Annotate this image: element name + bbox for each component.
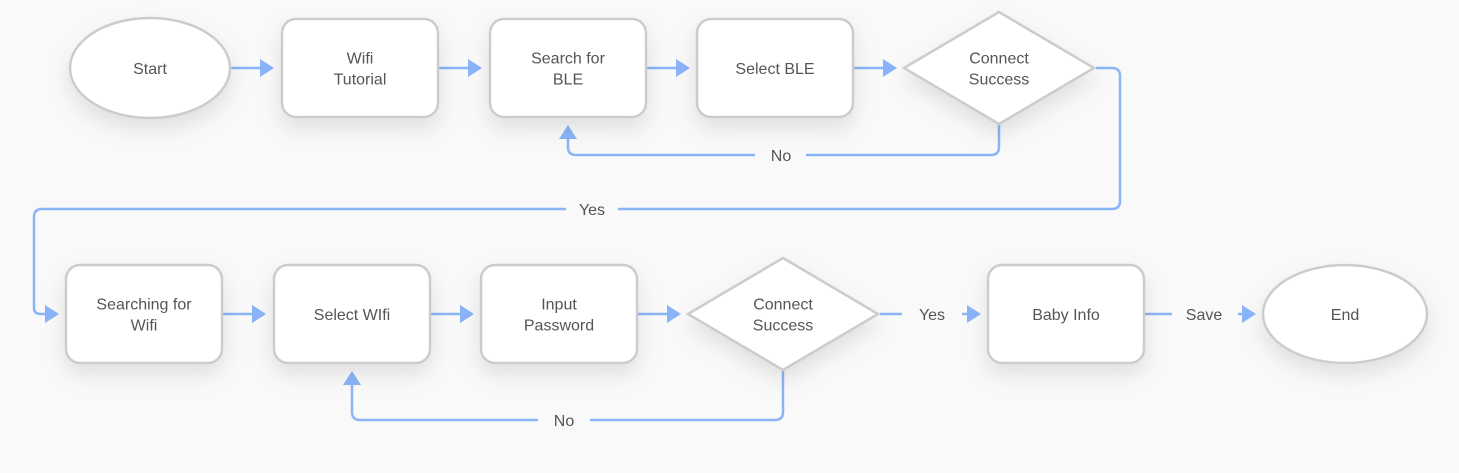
edge-wifi-tutorial-to-search-ble	[439, 59, 482, 77]
arrowhead-icon	[667, 305, 681, 323]
label-background	[538, 408, 590, 428]
connect-success-1-label: Success	[969, 72, 1029, 89]
label-background	[755, 143, 806, 163]
baby-info-process-shape	[986, 263, 1146, 365]
edge-label: Save	[1186, 307, 1223, 324]
node-search-ble	[488, 17, 648, 119]
wifi-tutorial-label: Tutorial	[334, 72, 387, 89]
arrowhead-icon	[559, 125, 577, 139]
edge-connect-success-2-to-select-wifi: No	[343, 371, 785, 430]
edge-label: Yes	[579, 202, 605, 219]
arrowhead-icon	[460, 305, 474, 323]
search-ble-process-shape	[488, 17, 648, 119]
select-wifi-process-shape	[272, 263, 432, 365]
edge-label: Yes	[919, 307, 945, 324]
arrowhead-icon	[468, 59, 482, 77]
connect-success-1-label: Connect	[969, 51, 1029, 68]
node-searching-wifi	[64, 263, 224, 365]
arrowhead-icon	[967, 305, 981, 323]
edge-input-password-to-connect-success-2	[638, 305, 681, 323]
connect-success-1-decision-shape	[901, 10, 1097, 126]
node-end	[1261, 263, 1429, 365]
edge-start-to-wifi-tutorial	[231, 59, 274, 77]
node-connect-success-2	[685, 256, 881, 372]
arrowhead-icon	[260, 59, 274, 77]
wifi-tutorial-process-shape	[280, 17, 440, 119]
select-wifi-label: Select WIfi	[314, 307, 390, 324]
node-start	[68, 16, 232, 120]
node-select-ble	[695, 17, 855, 119]
wifi-tutorial-label: Wifi	[347, 51, 374, 68]
baby-info-label: Baby Info	[1032, 307, 1100, 324]
select-ble-label: Select BLE	[735, 61, 814, 78]
edge-connect-success-2-to-baby-info: Yes	[880, 302, 981, 324]
edge-label: No	[554, 413, 575, 430]
label-background	[902, 302, 962, 322]
edge-search-ble-to-select-ble	[647, 59, 690, 77]
edge-select-wifi-to-input-password	[431, 305, 474, 323]
node-select-wifi	[272, 263, 432, 365]
arrowhead-icon	[676, 59, 690, 77]
node-baby-info	[986, 263, 1146, 365]
connect-success-2-label: Connect	[753, 297, 813, 314]
arrowhead-icon	[252, 305, 266, 323]
search-ble-label: BLE	[553, 72, 583, 89]
connect-success-2-label: Success	[753, 318, 813, 335]
end-terminal-shape	[1261, 263, 1429, 365]
arrowhead-icon	[45, 305, 59, 323]
label-background	[1172, 302, 1238, 322]
arrowhead-icon	[343, 371, 361, 385]
node-connect-success-1	[901, 10, 1097, 126]
arrowhead-icon	[1242, 305, 1256, 323]
input-password-label: Password	[524, 318, 594, 335]
edge-select-ble-to-connect-success-1	[854, 59, 897, 77]
edge-searching-wifi-to-select-wifi	[223, 305, 266, 323]
input-password-process-shape	[479, 263, 639, 365]
edge-label: No	[771, 148, 792, 165]
node-wifi-tutorial	[280, 17, 440, 119]
select-ble-process-shape	[695, 17, 855, 119]
search-ble-label: Search for	[531, 51, 605, 68]
searching-wifi-label: Wifi	[131, 318, 158, 335]
connect-success-2-decision-shape	[685, 256, 881, 372]
start-label: Start	[133, 61, 167, 78]
node-input-password	[479, 263, 639, 365]
input-password-label: Input	[541, 297, 577, 314]
end-label: End	[1331, 307, 1359, 324]
edge-connect-success-1-to-searching-wifi: Yes	[32, 66, 1122, 323]
arrowhead-icon	[883, 59, 897, 77]
start-terminal-shape	[68, 16, 232, 120]
edge-connect-success-1-to-search-ble: No	[559, 125, 1001, 165]
searching-wifi-label: Searching for	[96, 297, 192, 314]
edge-baby-info-to-end: Save	[1145, 302, 1256, 324]
searching-wifi-process-shape	[64, 263, 224, 365]
label-background	[566, 197, 618, 217]
